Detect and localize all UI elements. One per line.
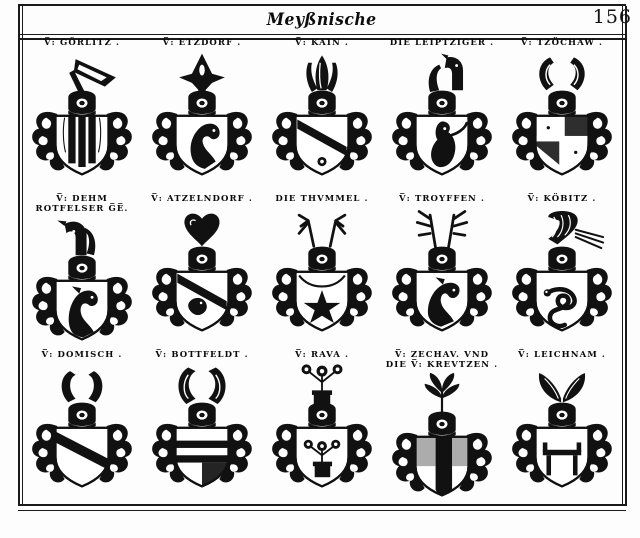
arms-domisch	[23, 362, 141, 490]
arms-label: V̅: ATZELNDORF .	[151, 194, 253, 205]
arms-goerlitz	[23, 50, 141, 178]
arms-label-line: V̅: TROYFFEN .	[398, 194, 486, 204]
arms-atzelndorf	[143, 206, 261, 334]
arms-cell: V̅: TROYFFEN .	[382, 194, 502, 350]
arms-cell: V̅: KAIN .	[262, 38, 382, 194]
arms-label: DIE LEIPTZIGER .	[389, 38, 495, 49]
arms-etzdorf	[143, 50, 261, 178]
arms-koebitz	[503, 206, 621, 334]
arms-cell: V̅: LEICHNAM .	[502, 350, 622, 506]
arms-label-line: V̅: DEHM	[56, 194, 108, 204]
arms-cell: V̅: ATZELNDORF .	[142, 194, 262, 350]
arms-label-line: V̅: ATZELNDORF .	[151, 194, 253, 204]
arms-thvmmel	[263, 206, 381, 334]
arms-label: V̅: TROYFFEN .	[398, 194, 486, 205]
arms-label-line: V̅: KÖBITZ .	[527, 194, 597, 204]
arms-label: V̅: KAIN .	[295, 38, 349, 49]
arms-rava	[263, 362, 381, 490]
arms-label-line: V̅: ETZDORF .	[162, 38, 242, 48]
arms-tzoechaw	[503, 50, 621, 178]
arms-bottfeldt	[143, 362, 261, 490]
arms-leichnam	[503, 362, 621, 490]
arms-label-line: V̅: DOMISCH .	[41, 350, 123, 360]
arms-label-line: V̅: KAIN .	[295, 38, 349, 48]
arms-label-line: ROTFELSER G̅E̅.	[35, 203, 129, 214]
arms-cell: V̅: BOTTFELDT .	[142, 350, 262, 506]
arms-zechav-krevtzen	[383, 371, 501, 499]
border-top-rule	[18, 4, 626, 6]
folio-number: 156	[592, 6, 632, 28]
arms-label-line: V̅: LEICHNAM .	[518, 350, 606, 360]
border-right-rule	[622, 6, 627, 506]
arms-label-line: DIE V̅: KREVTZEN .	[385, 359, 499, 370]
arms-label: V̅: TZÖCHAW .	[520, 38, 604, 49]
arms-label-line: DIE THVMMEL .	[275, 194, 369, 204]
arms-label-line: V̅: RAVA .	[294, 350, 350, 360]
arms-label: V̅: RAVA .	[294, 350, 350, 361]
arms-cell: V̅: TZÖCHAW .	[502, 38, 622, 194]
arms-label: V̅: LEICHNAM .	[518, 350, 606, 361]
arms-label-line: V̅: ZECHAV. VND	[394, 350, 490, 360]
arms-label: V̅: DOMISCH .	[41, 350, 123, 361]
arms-label-line: V̅: BOTTFELDT .	[155, 350, 249, 360]
arms-kain	[263, 50, 381, 178]
arms-cell: V̅: RAVA .	[262, 350, 382, 506]
grid-bottom-rule	[18, 504, 626, 506]
arms-cell: V̅: KÖBITZ .	[502, 194, 622, 350]
arms-label: DIE THVMMEL .	[275, 194, 369, 205]
page-title: Meyßnische	[267, 10, 377, 30]
grid-top-rule	[18, 38, 626, 40]
arms-label: V̅: BOTTFELDT .	[155, 350, 249, 361]
border-bottom-rule	[18, 510, 626, 511]
arms-label-line: DIE LEIPTZIGER .	[389, 38, 495, 48]
arms-dehm-rotfelser	[23, 215, 141, 343]
page-header: Meyßnische	[20, 6, 624, 34]
arms-cell: DIE LEIPTZIGER .	[382, 38, 502, 194]
arms-leiptziger	[383, 50, 501, 178]
arms-cell: V̅: GÖRLITZ .	[22, 38, 142, 194]
arms-cell: V̅: DOMISCH .	[22, 350, 142, 506]
border-left-rule	[18, 6, 23, 506]
arms-label-line: V̅: TZÖCHAW .	[520, 38, 604, 48]
arms-label-line: V̅: GÖRLITZ .	[43, 38, 121, 48]
arms-label: V̅: GÖRLITZ .	[43, 38, 121, 49]
arms-cell: DIE THVMMEL .	[262, 194, 382, 350]
coat-of-arms-grid: V̅: GÖRLITZ . V̅: ETZDORF . V̅: KAIN . DIE …	[22, 38, 622, 506]
arms-troyffen	[383, 206, 501, 334]
header-separator-rule	[18, 34, 626, 35]
arms-cell: V̅: ETZDORF .	[142, 38, 262, 194]
arms-label: V̅: KÖBITZ .	[527, 194, 597, 205]
arms-label: V̅: ETZDORF .	[162, 38, 242, 49]
